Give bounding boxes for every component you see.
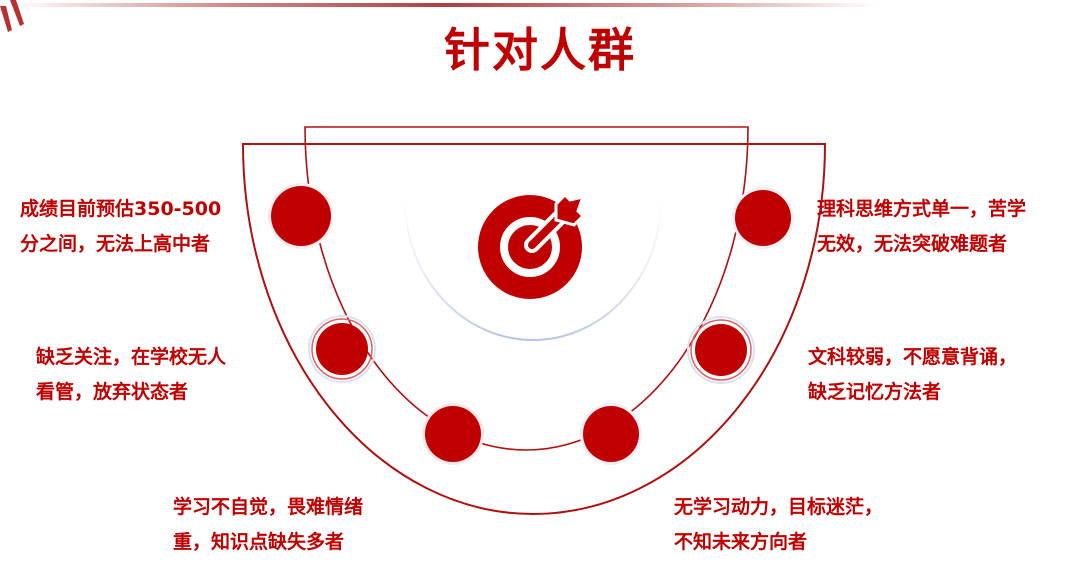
node-top-left [268, 183, 334, 249]
group-label-line: 成绩目前预估350-500 [20, 198, 222, 220]
node-top-right [732, 187, 794, 249]
node-bottom-left [422, 403, 484, 465]
inner-arc [304, 126, 749, 451]
group-label-line: 文科较弱，不愿意背诵， [808, 346, 1018, 368]
group-label-line: 不知未来方向者 [674, 531, 808, 553]
group-label-line: 无学习动力，目标迷茫， [674, 496, 884, 518]
corner-chevron-icon [0, 0, 24, 32]
group-label-line: 分之间，无法上高中者 [20, 233, 211, 255]
group-label-line: 无效，无法突破难题者 [817, 233, 1008, 255]
group-label-bottom-left: 学习不自觉，畏难情绪 重，知识点缺失多者 [173, 490, 363, 560]
target-arrow-icon [478, 192, 586, 299]
page-title: 针对人群 [444, 23, 636, 77]
group-label-line: 缺乏关注，在学校无人 [36, 346, 227, 368]
group-label-line: 理科思维方式单一，苦学 [817, 198, 1027, 220]
outer-arc [241, 143, 827, 516]
node-mid-right [687, 316, 755, 384]
group-label-line: 重，知识点缺失多者 [173, 531, 345, 553]
group-label-mid-right: 文科较弱，不愿意背诵， 缺乏记忆方法者 [808, 340, 1017, 410]
group-label-line: 学习不自觉，畏难情绪 [173, 496, 364, 518]
top-decorative-rule [10, 3, 880, 7]
node-bottom-right [580, 403, 642, 465]
group-label-mid-left: 缺乏关注，在学校无人 看管，放弃状态者 [36, 340, 226, 410]
group-label-line: 缺乏记忆方法者 [808, 381, 942, 403]
group-label-bottom-right: 无学习动力，目标迷茫， 不知未来方向者 [674, 490, 883, 560]
group-label-top-right: 理科思维方式单一，苦学 无效，无法突破难题者 [817, 192, 1026, 262]
center-halo-arc [404, 199, 662, 341]
group-label-top-left: 成绩目前预估350-500 分之间，无法上高中者 [20, 192, 221, 262]
group-label-line: 看管，放弃状态者 [36, 381, 189, 403]
node-mid-left [308, 315, 376, 383]
